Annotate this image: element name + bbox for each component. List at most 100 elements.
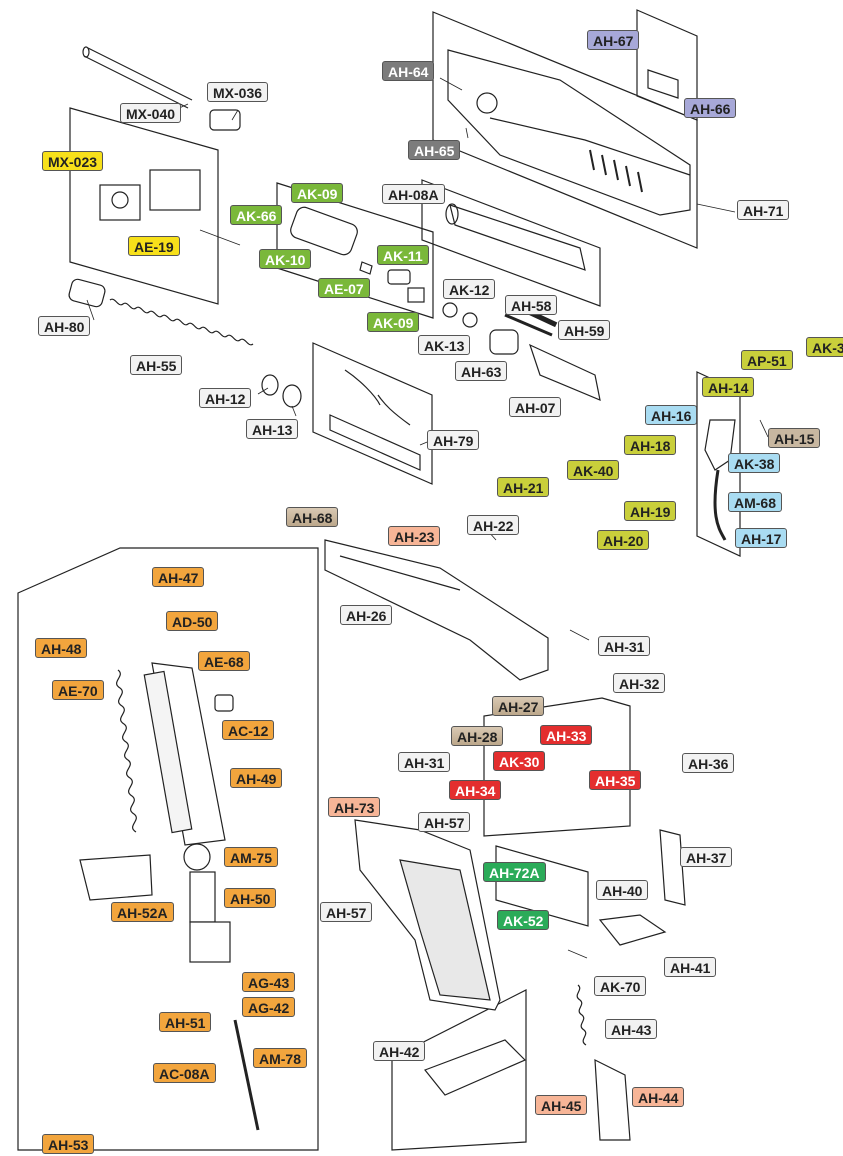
label-ah-28: AH-28 (451, 726, 504, 746)
label-ak-12: AK-12 (443, 279, 496, 299)
magazine-base-part (79, 854, 153, 901)
magazine-group-frame (17, 547, 319, 1151)
hopup-chamber-part (99, 169, 201, 221)
label-ak-70: AK-70 (594, 976, 647, 996)
label-ah-08a: AH-08A (382, 184, 445, 204)
label-ah-40: AH-40 (596, 880, 649, 900)
label-ac-08a: AC-08A (153, 1063, 216, 1083)
gas-tank-part (189, 871, 231, 963)
label-ak-09-bottom: AK-09 (367, 312, 420, 332)
label-ah-12: AH-12 (199, 388, 252, 408)
grip-frame-part (354, 819, 501, 1011)
recoil-spring-part (68, 278, 254, 346)
valve-knocker-part (233, 1019, 260, 1131)
label-ah-51: AH-51 (159, 1012, 212, 1032)
label-ag-43: AG-43 (242, 972, 296, 992)
label-ah-58: AH-58 (505, 295, 558, 315)
label-ah-64: AH-64 (382, 61, 435, 81)
label-mx-040: MX-040 (120, 103, 182, 123)
label-ah-71: AH-71 (737, 200, 790, 220)
magazine-body-part (143, 662, 226, 846)
label-ah-79: AH-79 (427, 430, 480, 450)
label-ah-07: AH-07 (509, 397, 562, 417)
label-ah-45: AH-45 (535, 1095, 588, 1115)
ak13-washer-part (462, 312, 478, 328)
label-ak-3: AK-3 (806, 337, 843, 357)
o-ring-am75-part (183, 843, 211, 871)
label-ah-35: AH-35 (589, 770, 642, 790)
slide-part (447, 49, 691, 216)
label-ah-66: AH-66 (684, 98, 737, 118)
label-ah-73: AH-73 (328, 797, 381, 817)
label-ah-21: AH-21 (497, 477, 550, 497)
spring-guide-frame (312, 342, 433, 485)
outer-barrel-part (82, 46, 193, 109)
label-ah-72a: AH-72A (483, 862, 546, 882)
label-ah-26: AH-26 (340, 605, 393, 625)
label-ah-67: AH-67 (587, 30, 640, 50)
label-ah-47: AH-47 (152, 567, 205, 587)
rear-sight-frame (636, 9, 698, 121)
label-ah-32: AH-32 (613, 673, 666, 693)
label-am-75: AM-75 (224, 847, 279, 867)
label-ah-63: AH-63 (455, 361, 508, 381)
inner-barrel-ah08a-part (445, 203, 586, 271)
ac12-valve-part (214, 694, 234, 712)
label-ap-51: AP-51 (741, 350, 793, 370)
label-ah-55: AH-55 (130, 355, 183, 375)
label-ah-49: AH-49 (230, 768, 283, 788)
label-ad-50: AD-50 (166, 611, 219, 631)
label-ak-40: AK-40 (567, 460, 620, 480)
ak12-washer-part (442, 302, 458, 318)
label-ah-31-left: AH-31 (398, 752, 451, 772)
label-ah-41: AH-41 (664, 957, 717, 977)
label-ah-31-right: AH-31 (598, 636, 651, 656)
magwell-frame (391, 989, 527, 1151)
label-ah-44: AH-44 (632, 1087, 685, 1107)
label-ah-15: AH-15 (768, 428, 821, 448)
label-ah-33: AH-33 (540, 725, 593, 745)
label-ah-20: AH-20 (597, 530, 650, 550)
label-ah-34: AH-34 (449, 780, 502, 800)
barrel-frame (421, 179, 601, 307)
label-ah-80: AH-80 (38, 316, 91, 336)
label-ah-37: AH-37 (680, 847, 733, 867)
label-ah-50: AH-50 (224, 888, 277, 908)
mag-release-frame (495, 845, 589, 927)
label-ak-13: AK-13 (418, 335, 471, 355)
guide-rod-part (329, 369, 421, 471)
label-ah-14: AH-14 (702, 377, 755, 397)
label-ah-65: AH-65 (408, 140, 461, 160)
blowback-housing-part (489, 313, 601, 401)
barrel-spacer-part (209, 109, 241, 131)
label-ah-27: AH-27 (492, 696, 545, 716)
lower-frame-part (324, 539, 549, 681)
washer-ah12-part (261, 374, 279, 396)
washer-ah13-part (282, 384, 302, 408)
label-ae-19: AE-19 (128, 236, 180, 256)
nozzle-part (290, 206, 425, 303)
mag-catch-part (598, 829, 686, 946)
label-ae-70: AE-70 (52, 680, 104, 700)
label-ah-17: AH-17 (735, 528, 788, 548)
label-mx-036: MX-036 (207, 82, 269, 102)
label-mx-023: MX-023 (42, 151, 104, 171)
label-ah-68: AH-68 (286, 507, 339, 527)
label-ah-18: AH-18 (624, 435, 677, 455)
label-am-68: AM-68 (728, 492, 783, 512)
hammer-part (704, 419, 736, 541)
label-ae-68: AE-68 (198, 651, 250, 671)
mainspring-housing-part (576, 984, 631, 1141)
label-ah-43: AH-43 (605, 1019, 658, 1039)
label-ac-12: AC-12 (222, 720, 275, 740)
label-ah-23: AH-23 (388, 526, 441, 546)
label-ak-66: AK-66 (230, 205, 283, 225)
slide-group-frame (432, 11, 698, 249)
label-ah-16: AH-16 (645, 405, 698, 425)
label-ak-38: AK-38 (728, 453, 781, 473)
label-ah-22: AH-22 (467, 515, 520, 535)
hopup-group-frame (69, 107, 219, 305)
nozzle-group-frame (276, 182, 434, 319)
label-ak-52: AK-52 (497, 910, 550, 930)
